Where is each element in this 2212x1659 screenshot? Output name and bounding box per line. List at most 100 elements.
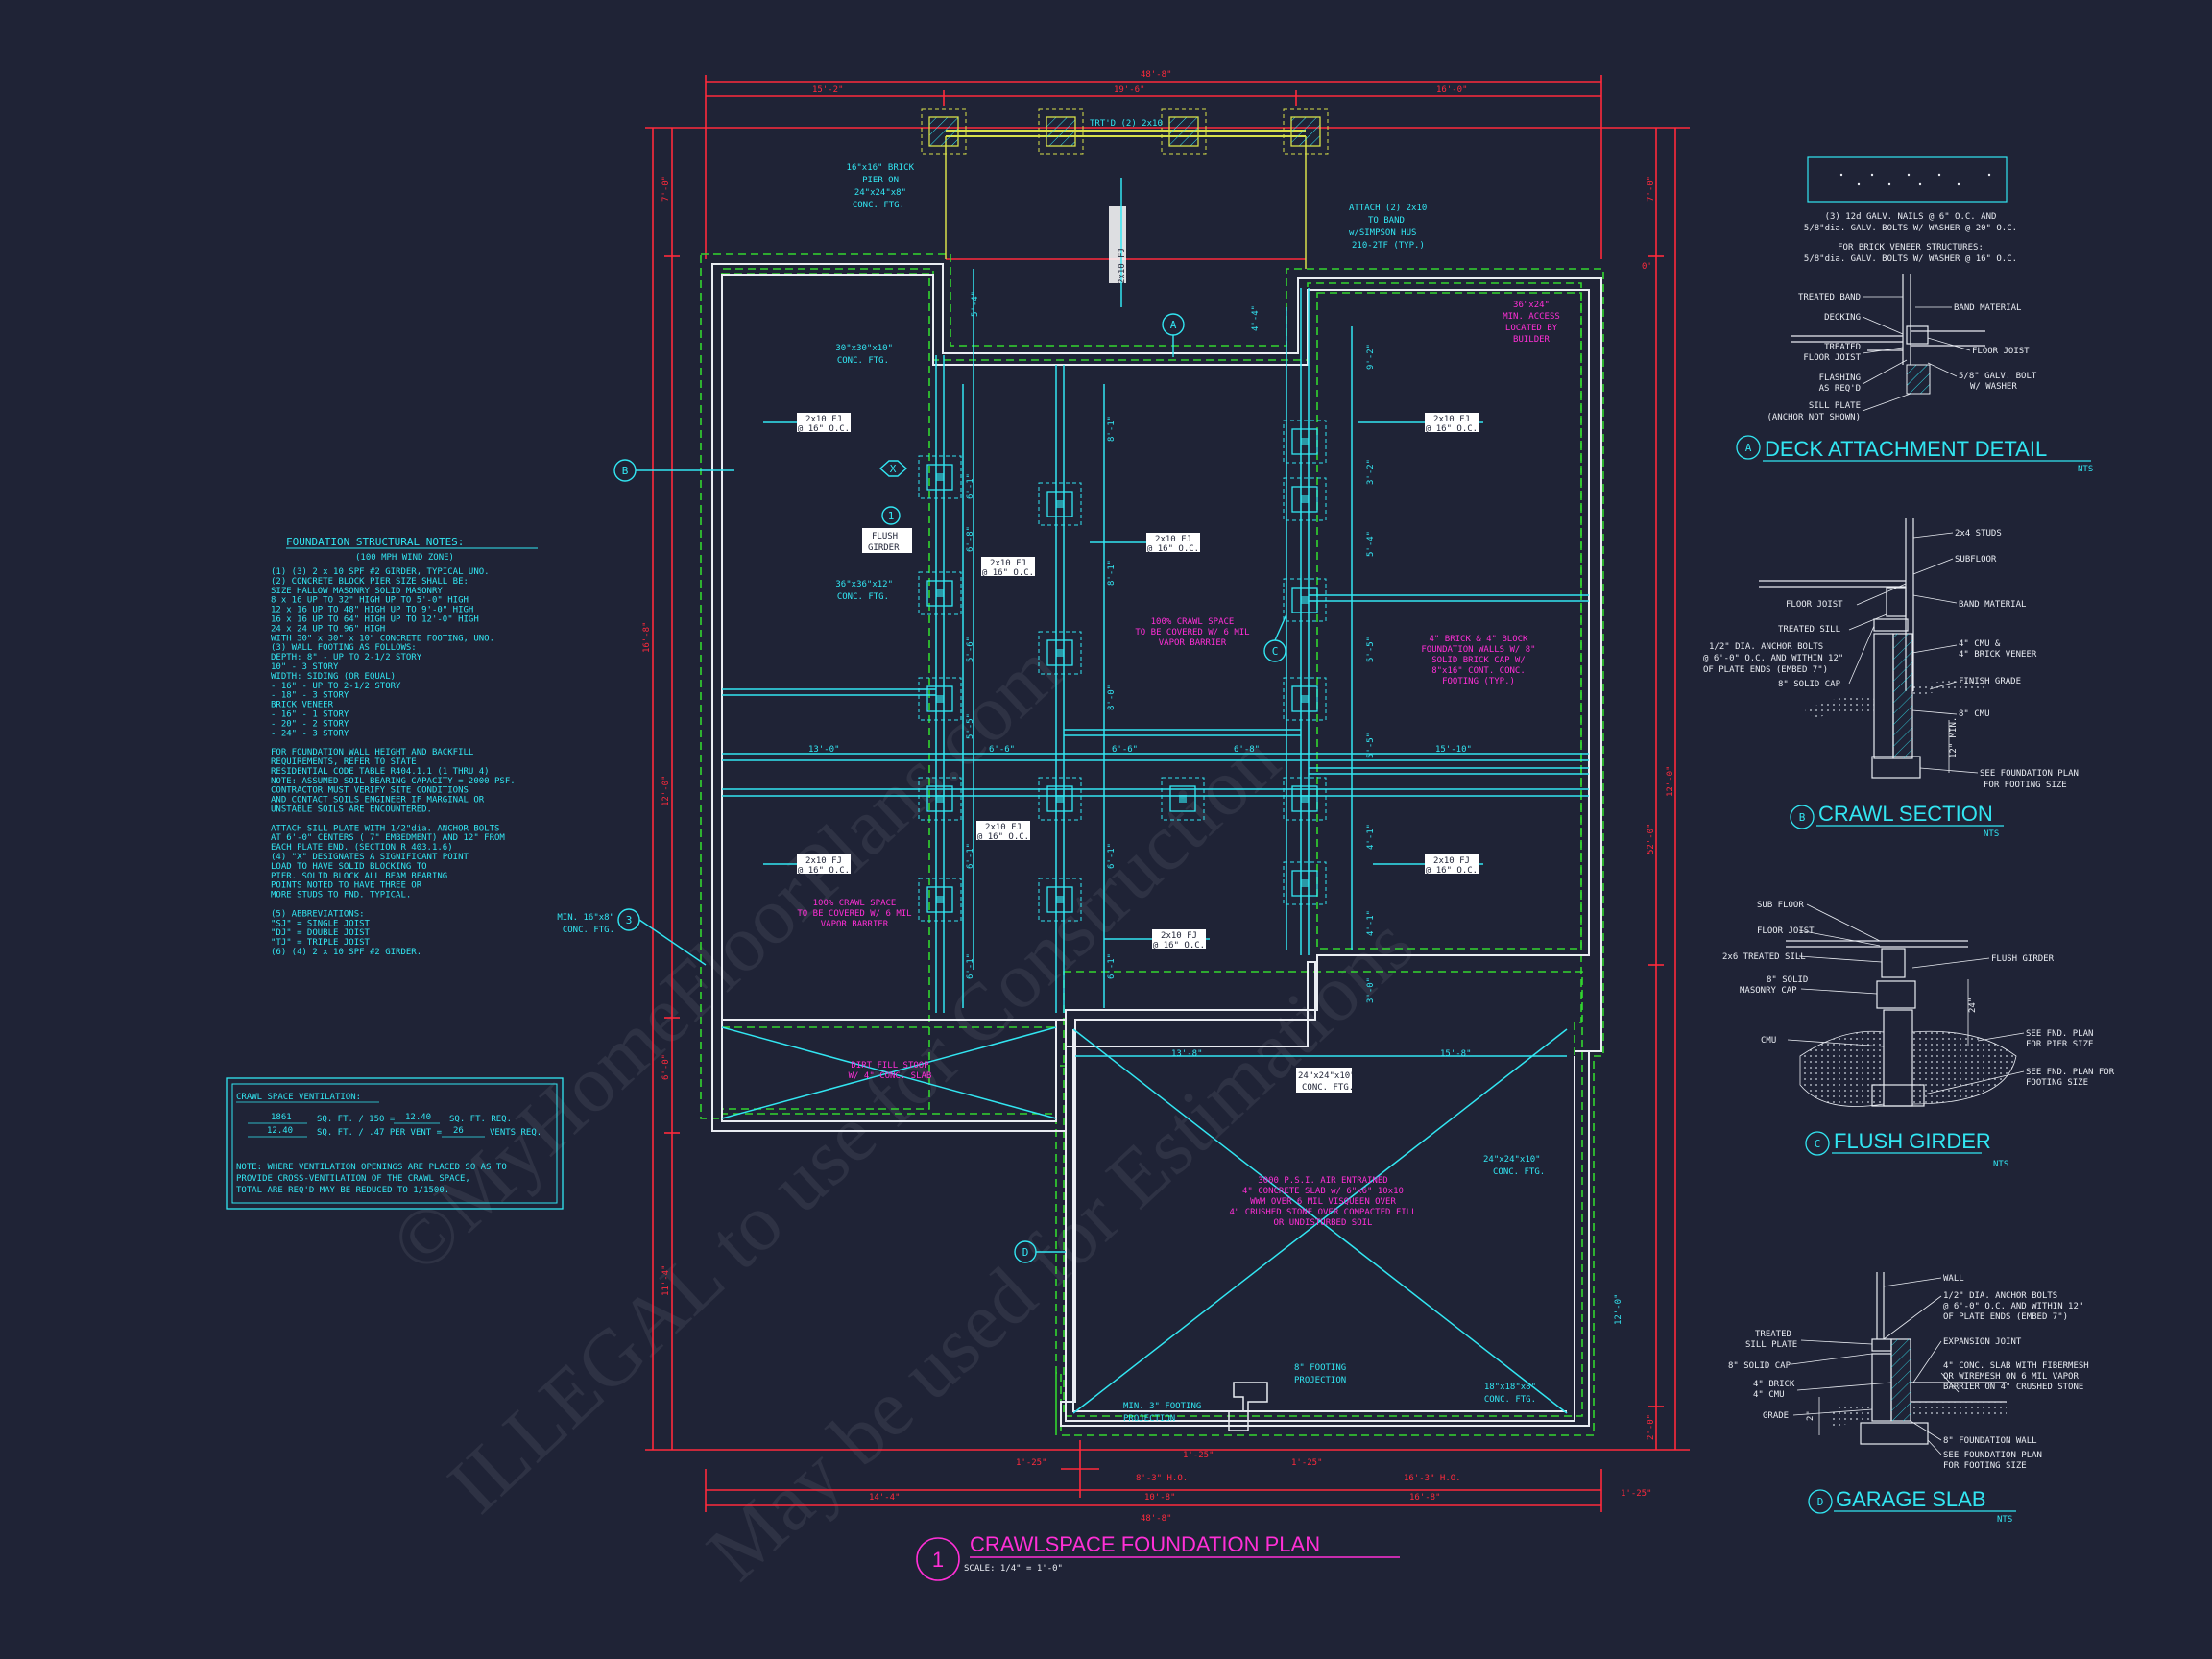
notes-line: - 18" - 3 STORY <box>271 691 349 701</box>
dim-bottom-mid: 10'-8" <box>1144 1493 1176 1503</box>
svg-text:4" BRICK & 4" BLOCK: 4" BRICK & 4" BLOCK <box>1430 635 1529 644</box>
dim-v-5-6: 5'-6" <box>966 637 975 662</box>
notes-line: POINTS NOTED TO HAVE THREE OR <box>271 881 422 891</box>
dim-v-5-5: 5'-5" <box>966 713 975 739</box>
notes-line: LOAD TO HAVE SOLID BLOCKING TO <box>271 862 427 872</box>
svg-text:30"x30"x10": 30"x30"x10" <box>835 344 893 353</box>
dim-v-6-1a: 6'-1" <box>966 473 975 499</box>
notes-line: ATTACH SILL PLATE WITH 1/2"dia. ANCHOR B… <box>271 824 499 833</box>
dim-top-right: 16'-0" <box>1436 85 1468 95</box>
svg-text:1861: 1861 <box>271 1113 292 1122</box>
notes-line: BRICK VENEER <box>271 701 334 710</box>
svg-text:A: A <box>1745 442 1752 454</box>
dim-v-12-0: 12'-0" <box>1614 1293 1623 1325</box>
dim-13-8: 13'-8" <box>1171 1049 1203 1059</box>
notes-line: WITH 30" x 30" x 10" CONCRETE FOOTING, U… <box>271 634 494 643</box>
svg-text:MIN. ACCESS: MIN. ACCESS <box>1503 312 1560 322</box>
ftg-30-note: 30"x30"x10" CONC. FTG. <box>835 344 893 366</box>
tag-a: A <box>1170 319 1177 331</box>
dim-bottom-125b: 1'-25" <box>1183 1451 1214 1460</box>
notes-line: 16 x 16 UP TO 64" HIGH UP TO 12'-0" HIGH <box>271 615 479 625</box>
svg-text:FINISH GRADE: FINISH GRADE <box>1959 677 2021 686</box>
dim-v-8-1b: 8'-1" <box>1107 560 1117 586</box>
svg-text:TO BE COVERED W/ 6 MIL: TO BE COVERED W/ 6 MIL <box>797 909 911 919</box>
svg-text:8" CMU: 8" CMU <box>1959 709 1990 719</box>
svg-text:8"x16" CONT. CONC.: 8"x16" CONT. CONC. <box>1431 666 1526 676</box>
svg-text:FLASHING: FLASHING <box>1819 373 1861 383</box>
detail-a-title: DECK ATTACHMENT DETAIL <box>1765 437 2047 461</box>
pier <box>1283 477 1327 521</box>
notes-line: FOR FOUNDATION WALL HEIGHT AND BACKFILL <box>271 748 473 757</box>
notes-line: "SJ" = SINGLE JOIST <box>271 919 371 928</box>
dim-v-8-0: 8'-0" <box>1107 685 1117 710</box>
svg-text:WALL: WALL <box>1943 1274 1964 1284</box>
ftg-36-note: 36"x36"x12" CONC. FTG. <box>835 580 893 602</box>
pier <box>918 571 962 615</box>
notes-line: - 16" - 1 STORY <box>271 710 349 720</box>
dim-bottom-right: 16'-8" <box>1409 1493 1441 1503</box>
dim-bottom-left: 14'-4" <box>869 1493 901 1503</box>
svg-text:SEE FOUNDATION PLAN: SEE FOUNDATION PLAN <box>1943 1451 2042 1460</box>
dim-bottom-overall: 48'-8" <box>1141 1514 1172 1524</box>
svg-text:4" BRICK: 4" BRICK <box>1753 1380 1795 1389</box>
svg-text:(3) 12d GALV. NAILS @ 6" O.C.: (3) 12d GALV. NAILS @ 6" O.C. AND <box>1825 212 1997 222</box>
detail-d-title: GARAGE SLAB <box>1836 1487 1986 1511</box>
svg-text:CONC. FTG.: CONC. FTG. <box>563 926 614 935</box>
svg-text:CONC. FTG.: CONC. FTG. <box>1302 1083 1354 1093</box>
svg-text:ATTACH (2) 2x10: ATTACH (2) 2x10 <box>1349 204 1427 213</box>
dim-v-3-2: 3'-2" <box>1366 459 1376 485</box>
svg-text:26: 26 <box>453 1126 464 1136</box>
svg-text:2x4 STUDS: 2x4 STUDS <box>1955 529 2002 539</box>
pier <box>1161 777 1205 821</box>
magenta-notes: 36"x24" MIN. ACCESS LOCATED BY BUILDER 1… <box>797 301 1559 1228</box>
svg-text:W/ 4" CONC. SLAB: W/ 4" CONC. SLAB <box>849 1071 932 1081</box>
svg-text:8" SOLID: 8" SOLID <box>1767 975 1808 985</box>
deck-joist-label: 2x10 FJ <box>1118 248 1127 284</box>
detail-b-crawl-section: FLOOR JOIST TREATED SILL 1/2" DIA. ANCHO… <box>1703 518 2079 839</box>
svg-text:B: B <box>1799 811 1806 824</box>
svg-text:2x10 FJ: 2x10 FJ <box>1433 856 1470 866</box>
svg-text:8" SOLID CAP: 8" SOLID CAP <box>1778 680 1841 689</box>
dim-bottom-ho-right: 16'-3" H.O. <box>1404 1474 1461 1483</box>
dim-v-9-2: 9'-2" <box>1366 344 1376 370</box>
svg-text:4" CONCRETE SLAB w/ 6"x6" 10x1: 4" CONCRETE SLAB w/ 6"x6" 10x10 <box>1242 1187 1404 1196</box>
detail-a-deck-attachment: (3) 12d GALV. NAILS @ 6" O.C. AND 5/8"di… <box>1736 156 2093 474</box>
svg-text:@ 6'-0" O.C. AND WITHIN 12": @ 6'-0" O.C. AND WITHIN 12" <box>1943 1302 2083 1311</box>
svg-text:SUB FLOOR: SUB FLOOR <box>1757 901 1804 910</box>
svg-text:TOTAL ARE REQ'D MAY BE REDUCED: TOTAL ARE REQ'D MAY BE REDUCED TO 1/1500… <box>236 1186 449 1195</box>
attach-band-note: ATTACH (2) 2x10 TO BAND w/SIMPSON HUS 21… <box>1349 204 1427 251</box>
dim-v-4-1b: 4'-1" <box>1366 910 1376 936</box>
svg-text:CONC. FTG.: CONC. FTG. <box>1484 1395 1536 1405</box>
dim-v-5-4: 5'-4" <box>1366 531 1376 557</box>
svg-text:w/SIMPSON HUS: w/SIMPSON HUS <box>1349 228 1416 238</box>
svg-text:D: D <box>1817 1496 1824 1508</box>
footing-proj-note: 8" FOOTING PROJECTION <box>1294 1363 1346 1385</box>
piers <box>918 420 1327 922</box>
dim-6-8: 6'-8" <box>1234 745 1260 755</box>
svg-text:FOR PIER SIZE: FOR PIER SIZE <box>2026 1040 2093 1049</box>
dim-right-main: 12'-0" <box>1666 765 1675 797</box>
pier <box>918 677 962 721</box>
svg-text:DECKING: DECKING <box>1824 313 1861 323</box>
joist-label: 2x10 FJ@ 16" O.C. <box>797 854 851 876</box>
svg-text:GRADE: GRADE <box>1763 1411 1789 1421</box>
svg-text:4" CONC. SLAB WITH FIBERMESH: 4" CONC. SLAB WITH FIBERMESH <box>1943 1361 2089 1371</box>
svg-text:1/2" DIA. ANCHOR BOLTS: 1/2" DIA. ANCHOR BOLTS <box>1943 1291 2057 1301</box>
svg-text:TO BAND: TO BAND <box>1368 216 1405 226</box>
svg-text:PIER ON: PIER ON <box>862 176 899 185</box>
svg-text:@ 16" O.C.: @ 16" O.C. <box>1153 941 1205 950</box>
deck-piers <box>928 116 1321 147</box>
svg-text:CONC. FTG.: CONC. FTG. <box>1493 1167 1545 1177</box>
plan-callouts: TRT'D (2) 2x10 16"x16" BRICK PIER ON 24"… <box>557 119 1545 1424</box>
pier <box>1038 482 1082 526</box>
dim-top-left: 15'-2" <box>812 85 844 95</box>
joist-label: 2x10 FJ@ 16" O.C. <box>1152 929 1206 950</box>
foundation-walls <box>711 263 1602 1427</box>
pier <box>1038 777 1082 821</box>
svg-text:TREATED: TREATED <box>1755 1330 1791 1339</box>
notes-line: AT 6'-0" CENTERS ( 7" EMBEDMENT) AND 12"… <box>271 833 505 843</box>
dim-v-5-5b: 5'-5" <box>1366 637 1376 662</box>
pier <box>1283 861 1327 905</box>
svg-text:FOR FOOTING SIZE: FOR FOOTING SIZE <box>1984 781 2067 790</box>
